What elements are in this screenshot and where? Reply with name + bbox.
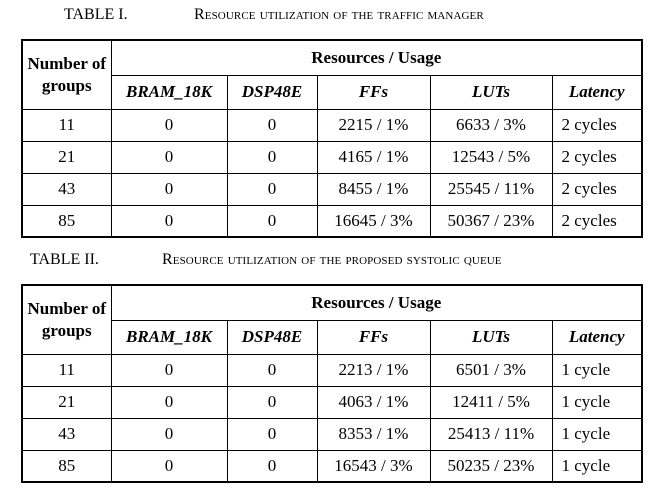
table2-cell-ffs: 2213 / 1% bbox=[316, 353, 431, 387]
table1-cell-dsp: 0 bbox=[226, 140, 318, 174]
table1-cell-ffs: 2215 / 1% bbox=[316, 108, 431, 142]
table2-cell-bram: 0 bbox=[110, 449, 228, 483]
table1-cell-bram: 0 bbox=[110, 108, 228, 142]
table2-col-luts: LUTs bbox=[429, 319, 553, 355]
table2-cell-latency: 1 cycle bbox=[551, 353, 643, 387]
table1-caption: TABLE I. Resource utilization of the tra… bbox=[0, 6, 658, 32]
table2-cell-latency: 1 cycle bbox=[551, 385, 643, 419]
table1-cell-ffs: 4165 / 1% bbox=[316, 140, 431, 174]
table2: Number of groups Resources / Usage BRAM_… bbox=[21, 284, 644, 483]
table1-cell-latency: 2 cycles bbox=[551, 172, 643, 206]
table1-cell-latency: 2 cycles bbox=[551, 108, 643, 142]
table2-cell-dsp: 0 bbox=[226, 449, 318, 483]
table2-title: Resource utilization of the proposed sys… bbox=[162, 251, 502, 268]
table1-cell-dsp: 0 bbox=[226, 108, 318, 142]
table2-cell-groups: 43 bbox=[21, 417, 112, 451]
table2-cell-dsp: 0 bbox=[226, 353, 318, 387]
table2-resources-header: Resources / Usage bbox=[110, 284, 643, 321]
table2-cell-luts: 25413 / 11% bbox=[429, 417, 553, 451]
table2-cell-groups: 85 bbox=[21, 449, 112, 483]
table1-cell-ffs: 8455 / 1% bbox=[316, 172, 431, 206]
table-row: 85 0 0 16543 / 3% 50235 / 23% 1 cycle bbox=[21, 449, 643, 483]
table2-cell-luts: 50235 / 23% bbox=[429, 449, 553, 483]
table-row: 21 0 0 4063 / 1% 12411 / 5% 1 cycle bbox=[21, 385, 643, 419]
table1-col-luts: LUTs bbox=[429, 74, 553, 110]
table1-cell-latency: 2 cycles bbox=[551, 140, 643, 174]
table2-cell-luts: 12411 / 5% bbox=[429, 385, 553, 419]
table-row: 43 0 0 8353 / 1% 25413 / 11% 1 cycle bbox=[21, 417, 643, 451]
table2-cell-luts: 6501 / 3% bbox=[429, 353, 553, 387]
table1-cell-bram: 0 bbox=[110, 172, 228, 206]
table-row: 85 0 0 16645 / 3% 50367 / 23% 2 cycles bbox=[21, 204, 643, 238]
table1-cell-ffs: 16645 / 3% bbox=[316, 204, 431, 238]
table-row: 11 0 0 2213 / 1% 6501 / 3% 1 cycle bbox=[21, 353, 643, 387]
table2-cell-dsp: 0 bbox=[226, 385, 318, 419]
table2-col-ffs: FFs bbox=[316, 319, 431, 355]
table1-resources-header: Resources / Usage bbox=[110, 39, 643, 76]
table2-caption: TABLE II. Resource utilization of the pr… bbox=[0, 251, 658, 277]
table1-cell-groups: 11 bbox=[21, 108, 112, 142]
table-row: 11 0 0 2215 / 1% 6633 / 3% 2 cycles bbox=[21, 108, 643, 142]
table2-cell-groups: 21 bbox=[21, 385, 112, 419]
table-row: 43 0 0 8455 / 1% 25545 / 11% 2 cycles bbox=[21, 172, 643, 206]
table1-title: Resource utilization of the traffic mana… bbox=[194, 6, 484, 23]
table1-cell-luts: 12543 / 5% bbox=[429, 140, 553, 174]
table1: Number of groups Resources / Usage BRAM_… bbox=[21, 39, 644, 238]
table2-cell-bram: 0 bbox=[110, 353, 228, 387]
table1-cell-luts: 6633 / 3% bbox=[429, 108, 553, 142]
table1-col-bram: BRAM_18K bbox=[110, 74, 228, 110]
table1-cell-groups: 21 bbox=[21, 140, 112, 174]
table2-cell-bram: 0 bbox=[110, 417, 228, 451]
table2-cell-ffs: 16543 / 3% bbox=[316, 449, 431, 483]
table2-col-dsp: DSP48E bbox=[226, 319, 318, 355]
table2-cell-dsp: 0 bbox=[226, 417, 318, 451]
table2-groups-header: Number of groups bbox=[21, 284, 112, 355]
table2-cell-groups: 11 bbox=[21, 353, 112, 387]
table1-cell-latency: 2 cycles bbox=[551, 204, 643, 238]
table2-col-bram: BRAM_18K bbox=[110, 319, 228, 355]
table1-col-ffs: FFs bbox=[316, 74, 431, 110]
table1-cell-groups: 85 bbox=[21, 204, 112, 238]
table1-col-latency: Latency bbox=[551, 74, 643, 110]
table1-number: TABLE I. bbox=[64, 6, 128, 23]
table2-cell-latency: 1 cycle bbox=[551, 449, 643, 483]
table1-cell-luts: 25545 / 11% bbox=[429, 172, 553, 206]
table2-cell-latency: 1 cycle bbox=[551, 417, 643, 451]
table2-cell-ffs: 4063 / 1% bbox=[316, 385, 431, 419]
table2-cell-ffs: 8353 / 1% bbox=[316, 417, 431, 451]
table2-cell-bram: 0 bbox=[110, 385, 228, 419]
table-row: 21 0 0 4165 / 1% 12543 / 5% 2 cycles bbox=[21, 140, 643, 174]
table1-cell-bram: 0 bbox=[110, 204, 228, 238]
table1-cell-dsp: 0 bbox=[226, 172, 318, 206]
table2-number: TABLE II. bbox=[30, 251, 99, 268]
table1-col-dsp: DSP48E bbox=[226, 74, 318, 110]
table1-groups-header: Number of groups bbox=[21, 39, 112, 110]
table1-cell-luts: 50367 / 23% bbox=[429, 204, 553, 238]
table1-cell-bram: 0 bbox=[110, 140, 228, 174]
table1-cell-dsp: 0 bbox=[226, 204, 318, 238]
table2-col-latency: Latency bbox=[551, 319, 643, 355]
table1-cell-groups: 43 bbox=[21, 172, 112, 206]
